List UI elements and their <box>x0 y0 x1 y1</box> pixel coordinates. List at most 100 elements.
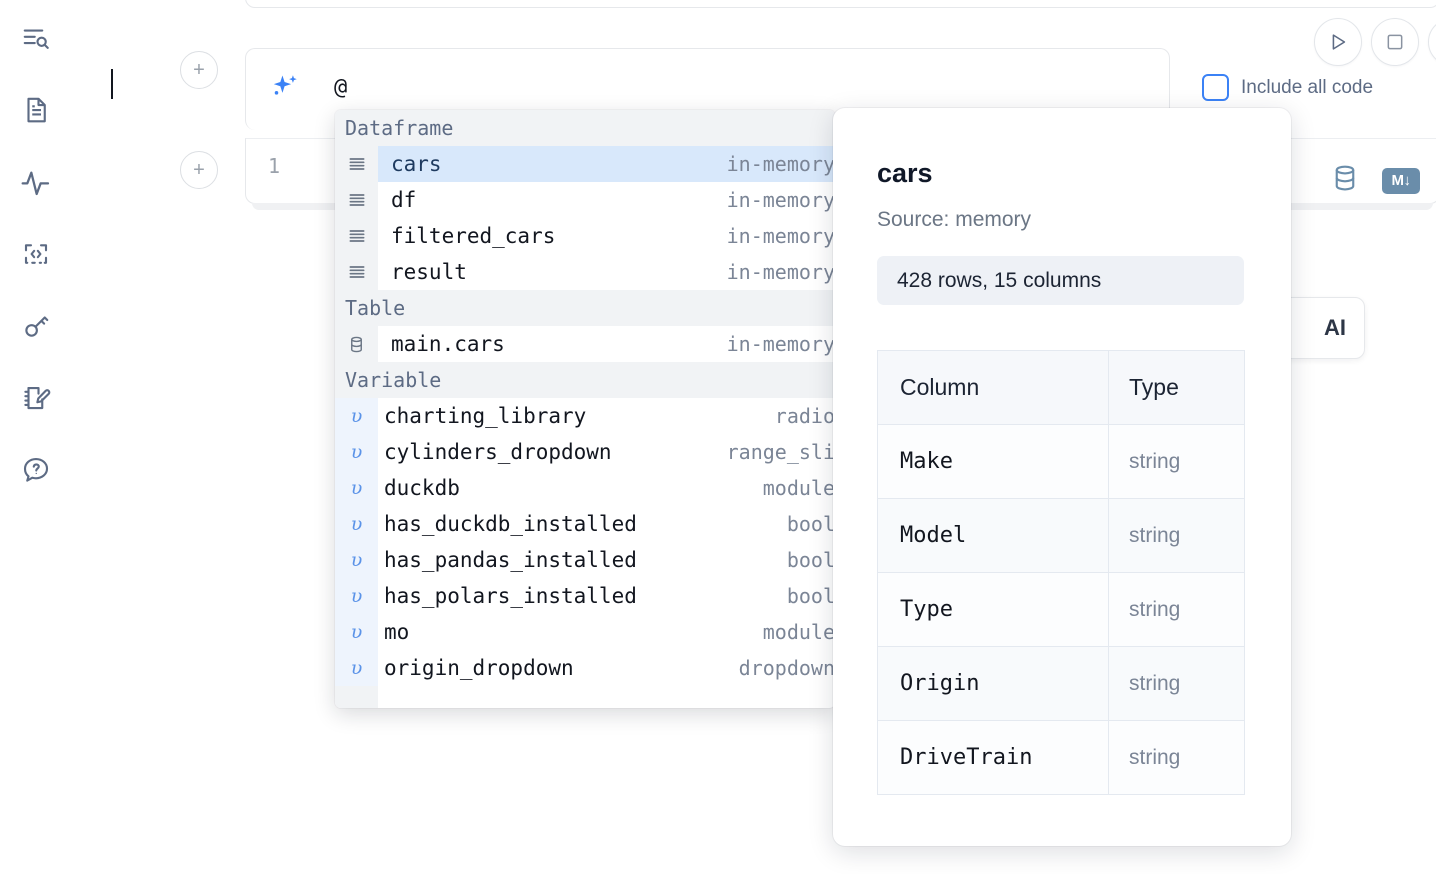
autocomplete-item-name: cars <box>391 152 442 176</box>
autocomplete-item-name: has_duckdb_installed <box>384 512 637 536</box>
autocomplete-item-type: module <box>762 620 835 644</box>
overflow-button[interactable] <box>1428 18 1436 66</box>
stop-button[interactable] <box>1371 18 1419 66</box>
doc-cell-type: string <box>1108 498 1245 573</box>
autocomplete-group-header: Table <box>335 290 835 326</box>
variable-icon: υ <box>335 578 378 614</box>
autocomplete-item-name: filtered_cars <box>391 224 556 248</box>
code-line-number: 1 <box>268 154 281 178</box>
autocomplete-item-name: charting_library <box>384 404 587 428</box>
dataframe-rows-icon <box>335 146 378 182</box>
sparkle-ai-icon <box>268 71 302 105</box>
explorer-search-icon[interactable] <box>14 16 58 60</box>
autocomplete-item-name: duckdb <box>384 476 460 500</box>
autocomplete-item-name: origin_dropdown <box>384 656 574 680</box>
ai-prompt-text: @ <box>334 75 348 100</box>
autocomplete-item-type: bool <box>786 548 835 572</box>
add-cell-label-bottom: + <box>193 159 205 181</box>
autocomplete-item-type: in-memory <box>726 224 835 248</box>
variable-icon: υ <box>335 506 378 542</box>
doc-cell-column: DriveTrain <box>877 720 1109 795</box>
run-button[interactable] <box>1314 18 1362 66</box>
cell-above-partial <box>245 0 1436 8</box>
doc-title: cars <box>877 158 933 188</box>
doc-table-header-row: Column Type <box>877 350 1245 425</box>
autocomplete-item-type: in-memory <box>726 260 835 284</box>
variable-icon: υ <box>335 434 378 470</box>
help-icon[interactable] <box>14 448 58 492</box>
autocomplete-item[interactable]: df in-memory <box>335 182 835 218</box>
left-icon-rail <box>0 0 72 874</box>
autocomplete-item-type: in-memory <box>726 152 835 176</box>
doc-cell-type: string <box>1108 424 1245 499</box>
include-all-code-label: Include all code <box>1241 76 1374 98</box>
variable-icon: υ <box>335 470 378 506</box>
doc-source: Source: memory <box>877 208 1032 231</box>
autocomplete-item[interactable]: cars in-memory <box>335 146 835 182</box>
autocomplete-item-name: has_polars_installed <box>384 584 637 608</box>
autocomplete-item-name: df <box>391 188 417 212</box>
add-cell-label-top: + <box>193 59 205 81</box>
autocomplete-item-type: bool <box>786 512 835 536</box>
autocomplete-item-name: has_pandas_installed <box>384 548 637 572</box>
autocomplete-item-type: module <box>762 476 835 500</box>
cell-action-icons: M↓ <box>1330 163 1420 198</box>
add-cell-button-top[interactable]: + <box>180 51 218 89</box>
secrets-key-icon[interactable] <box>14 304 58 348</box>
autocomplete-item-name: main.cars <box>391 332 505 356</box>
markdown-badge[interactable]: M↓ <box>1382 167 1420 194</box>
autocomplete-group-header: Variable <box>335 362 835 398</box>
doc-cell-column: Make <box>877 424 1109 499</box>
autocomplete-item-type: radio <box>774 404 835 428</box>
code-snippet-icon[interactable] <box>14 232 58 276</box>
doc-cell-column: Model <box>877 498 1109 573</box>
doc-shape-badge: 428 rows, 15 columns <box>877 256 1244 305</box>
autocomplete-item-type: bool <box>786 584 835 608</box>
doc-header-type: Type <box>1108 350 1245 425</box>
include-all-code-row[interactable]: Include all code <box>1202 74 1373 101</box>
variable-icon: υ <box>335 542 378 578</box>
database-icon <box>335 326 378 362</box>
variable-icon: υ <box>335 650 378 686</box>
database-icon[interactable] <box>1330 163 1360 198</box>
notebook-edit-icon[interactable] <box>14 376 58 420</box>
autocomplete-item-name: result <box>391 260 467 284</box>
dataframe-rows-icon <box>335 182 378 218</box>
dataframe-doc-panel: cars Source: memory 428 rows, 15 columns… <box>833 108 1291 846</box>
autocomplete-item[interactable]: result in-memory <box>335 254 835 290</box>
document-icon[interactable] <box>14 88 58 132</box>
doc-cell-type: string <box>1108 572 1245 647</box>
autocomplete-item[interactable]: filtered_cars in-memory <box>335 218 835 254</box>
activity-icon[interactable] <box>14 160 58 204</box>
dataframe-rows-icon <box>335 218 378 254</box>
autocomplete-item-name: mo <box>384 620 410 644</box>
doc-cell-column: Origin <box>877 646 1109 721</box>
doc-cell-column: Type <box>877 572 1109 647</box>
dataframe-rows-icon <box>335 254 378 290</box>
include-all-code-checkbox[interactable] <box>1202 74 1229 101</box>
variable-icon: υ <box>335 614 378 650</box>
autocomplete-item-type: in-memory <box>726 188 835 212</box>
doc-cell-type: string <box>1108 646 1245 721</box>
add-cell-button-bottom[interactable]: + <box>180 151 218 189</box>
autocomplete-item-type: dropdown <box>738 656 835 680</box>
variable-icon: υ <box>335 398 378 434</box>
autocomplete-item-name: cylinders_dropdown <box>384 440 612 464</box>
